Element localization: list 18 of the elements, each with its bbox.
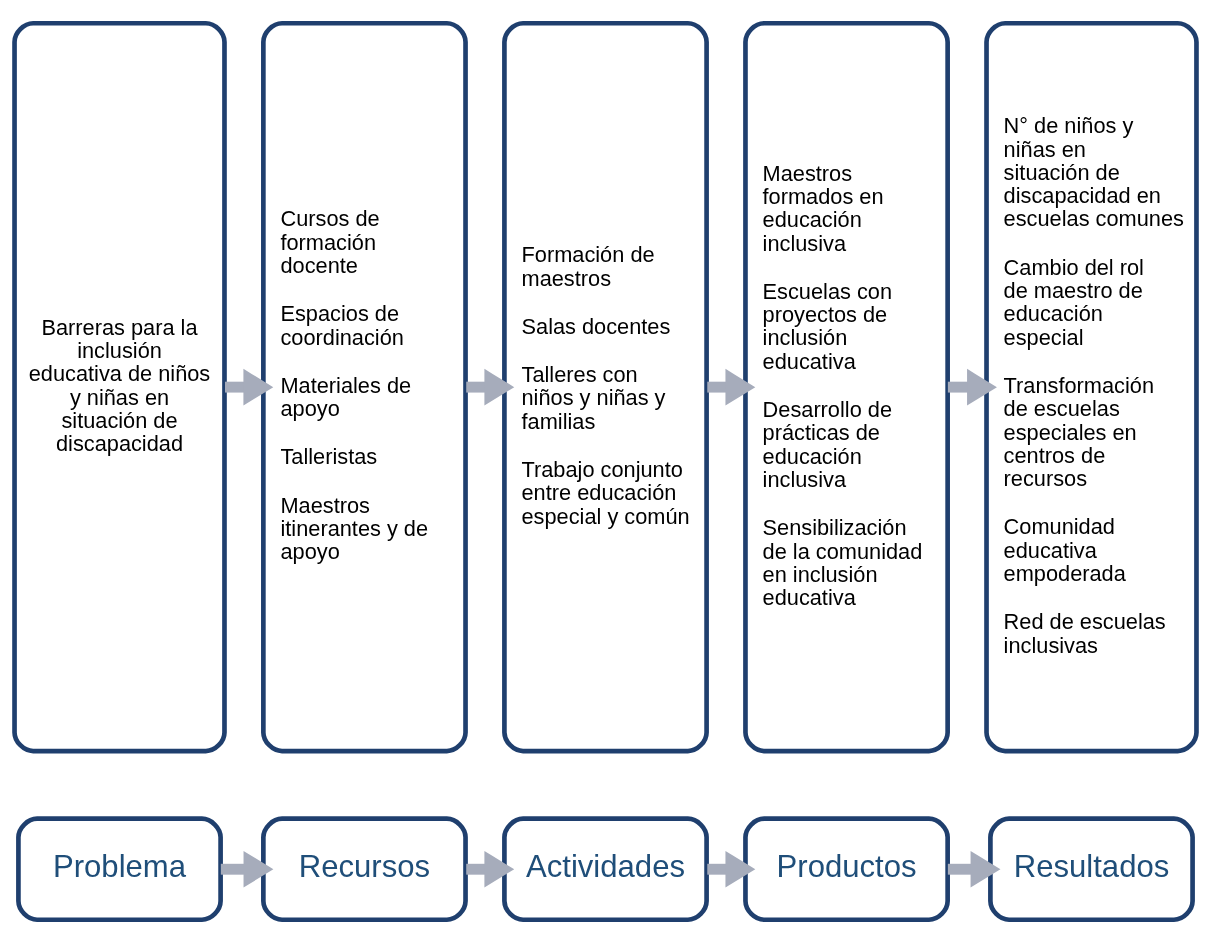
node-box: Formación de maestros Salas docentes Talleres con niños y niñas y familias Trabajo conjunto entre educación especial y común	[502, 20, 709, 753]
node-box: Actividades	[502, 815, 709, 922]
arrow	[707, 850, 756, 888]
node-box: Cursos de formación docente Espacios de coordinación Materiales de apoyo Talleristas Maestros itinerantes y de apoyo	[261, 20, 468, 753]
node-box: Productos	[743, 815, 950, 922]
node-box: Recursos	[261, 815, 468, 922]
node-box: N° de niños y niñas en situación de discapacidad en escuelas comunes Cambio del rol de maestro de educación especial Transformación de escuelas especiales en centros de recursos Comunidad educativa empoderada Red de escuelas inclusivas	[984, 20, 1199, 753]
node-box: Maestros formados en educación inclusiva Escuelas con proyectos de inclusión educativa Desarrollo de prácticas de educación inclusiva Sensibilización de la comunidad en inclusión educativa	[743, 20, 950, 753]
node-box: Problema	[16, 815, 223, 922]
arrow	[225, 368, 274, 405]
arrow	[947, 368, 997, 405]
node-box: Barreras para la inclusión educativa de niños y niñas en situación de discapacidad	[12, 20, 227, 753]
arrow	[466, 850, 515, 888]
arrow	[947, 850, 1001, 888]
arrow	[466, 368, 515, 405]
node-box: Resultados	[988, 815, 1195, 922]
arrow	[220, 850, 274, 888]
arrow	[707, 368, 756, 405]
